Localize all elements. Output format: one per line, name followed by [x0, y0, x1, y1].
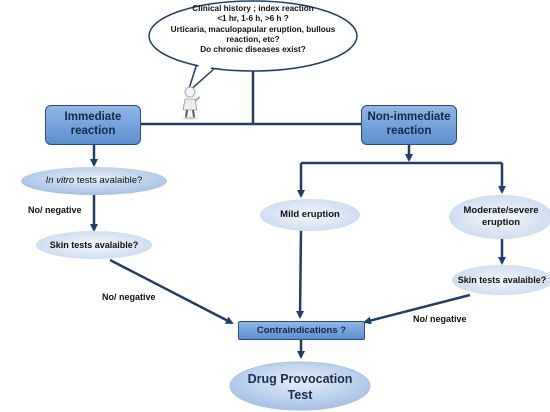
bubble-line-5: Do chronic diseases exist?: [200, 45, 306, 54]
invitro-rest: tests avalaible?: [74, 175, 143, 186]
skin-tests-right-node: [452, 265, 550, 295]
immediate-label-1: Immediate: [64, 111, 122, 124]
edge-label-no-negative-3: No/ negative: [413, 314, 467, 324]
moderate-line-2: eruption: [482, 216, 520, 228]
bubble-line-2: <1 hr, 1-6 h, >6 h ?: [217, 14, 289, 24]
contraindications-box: Contraindications ?: [238, 321, 365, 340]
immediate-label-2: reaction: [70, 125, 116, 137]
bubble-line-3: Urticaria, maculopapular eruption, bullo…: [170, 24, 336, 34]
moderate-eruption-node: [449, 195, 550, 239]
contraindications-label: Contraindications ?: [256, 324, 347, 336]
bubble-line-1: Clinical history ; index reaction: [192, 4, 314, 13]
dpt-line-2: Test: [287, 387, 313, 402]
immediate-reaction-box: Immediate reaction: [45, 105, 141, 145]
moderate-eruption-label: Moderate/severe eruption: [449, 205, 550, 229]
bubble-line-4: reaction, etc?: [226, 34, 280, 44]
drug-provocation-label: Drug Provocation Test: [230, 372, 370, 403]
bubble-text: Clinical history ; index reaction <1 hr,…: [150, 4, 356, 55]
skin-tests-left-node: [36, 231, 152, 259]
connector-lines: [90, 71, 506, 359]
non-immediate-label-1: Non-immediate: [367, 111, 451, 124]
non-immediate-reaction-box: Non-immediate reaction: [361, 105, 457, 145]
invitro-node: [21, 167, 167, 195]
non-immediate-label-2: reaction: [386, 125, 432, 137]
skin-tests-right-label: Skin tests avalaible?: [457, 275, 547, 285]
edge-label-no-negative-1: No/ negative: [28, 205, 82, 215]
mild-eruption-label: Mild eruption: [280, 209, 340, 220]
invitro-label: In vitro tests avalaible?: [21, 175, 167, 187]
invitro-italic: In vitro: [45, 175, 75, 186]
skin-tests-left-label: Skin tests avalaible?: [49, 240, 139, 250]
speech-bubble: [148, 0, 358, 95]
edge-label-no-negative-2: No/ negative: [102, 292, 156, 302]
drug-provocation-node: [229, 361, 371, 411]
moderate-line-1: Moderate/severe: [463, 205, 539, 216]
dpt-line-1: Drug Provocation: [247, 372, 353, 386]
doctor-figure-icon: [182, 86, 201, 120]
mild-eruption-node: [260, 199, 360, 231]
